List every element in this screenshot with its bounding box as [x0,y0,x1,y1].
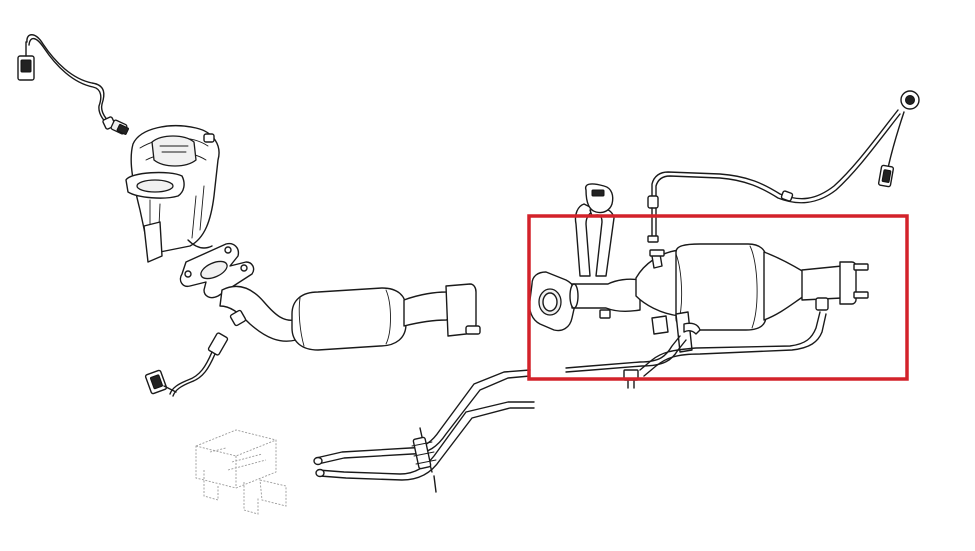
differential-pressure-sensor [195,429,287,515]
highlight-box [527,214,909,381]
upstream-oxygen-sensor [17,34,129,135]
turbo-outlet-catalytic-converter [125,125,220,263]
downstream-oxygen-sensor [144,332,229,397]
exhaust-pressure-sensor-lines [313,369,535,493]
intermediate-catalyst-pipe [219,283,481,351]
flex-pipe-flange [179,242,255,299]
egt-temperature-sensor [647,90,920,243]
